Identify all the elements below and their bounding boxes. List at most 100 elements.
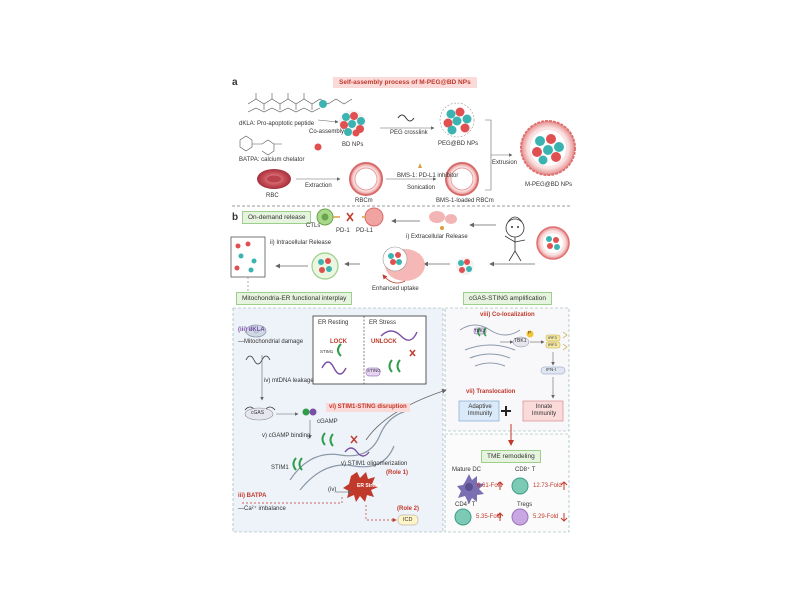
- cd8-label: CD8⁺ T: [515, 467, 536, 473]
- ctl-cell: [316, 208, 334, 226]
- bd-nps-cluster: [339, 110, 365, 137]
- panel-a-title: Self-assembly process of M-PEG@BD NPs: [333, 77, 477, 88]
- tumor-cell-pdl1: [362, 207, 384, 227]
- dkla-step-label: (iii) dKLA: [238, 327, 265, 333]
- adaptive-immunity-label: Adaptive Immunity: [467, 404, 493, 417]
- cd4-label: CD4⁺ T: [455, 502, 476, 508]
- er-membrane-curve: [289, 409, 411, 491]
- treg-cell: [511, 508, 529, 526]
- cd8-fold-label: 12.73-Fold: [533, 483, 562, 489]
- ifn-label: IFN-I: [546, 367, 556, 372]
- extrusion-label: Extrusion: [492, 160, 518, 166]
- bms1-icon: [418, 163, 422, 168]
- role2-label: (Role 2): [397, 506, 420, 512]
- innate-immunity-box: [522, 400, 564, 422]
- panel-a-letter: a: [232, 77, 238, 88]
- er-stress-label: ER Stress: [369, 320, 397, 326]
- cgas-sting-title: cGAS-STING amplification: [463, 292, 552, 305]
- colocalization-label: viii) Co-localization: [480, 312, 535, 318]
- cgamp-label: cGAMP: [317, 419, 338, 425]
- rbc-label: RBC: [266, 193, 279, 199]
- er-membrane-stress: [380, 330, 418, 341]
- iv-label: (iv): [328, 487, 337, 493]
- tregs-label: Tregs: [517, 502, 533, 508]
- er-stress-burst: [343, 472, 378, 502]
- stim1-rest: [337, 343, 342, 357]
- dc-up-arrow: [496, 481, 504, 490]
- extracellular-release-cells: [429, 211, 457, 230]
- intracellular-release-label: ii) Intracellular Release: [270, 240, 332, 246]
- tregs-fold-label: 5.29-Fold: [533, 514, 559, 520]
- bd-nps-label: BD NPs: [342, 142, 364, 148]
- mature-dc-cell: [457, 474, 484, 504]
- cd8-t-cell: [511, 477, 529, 495]
- irf3-icon: [545, 334, 561, 342]
- unlock-label: UNLOCK: [371, 339, 397, 345]
- er-resting-label: ER Resting: [318, 320, 349, 326]
- er-stress-burst-label: ER Stress: [357, 483, 381, 489]
- block-cross-icon: [346, 212, 354, 222]
- phospho-label: P: [528, 330, 532, 335]
- cgas-enzyme: [244, 407, 274, 421]
- peg-icon: [397, 114, 415, 122]
- panel-b-letter: b: [232, 212, 239, 223]
- innate-immunity-label: Innate Immunity: [531, 404, 557, 417]
- bms1-loaded-rbcm: [445, 162, 479, 196]
- phospho-badge: [526, 330, 534, 338]
- batpa-label: BATPA: calcium chelator: [239, 157, 305, 163]
- stim1-stress: [388, 359, 401, 373]
- batpa-step-label: iii) BATPA: [238, 493, 267, 499]
- m-peg-bd-nps-small: [536, 226, 570, 260]
- tumor-cell-uptake: [382, 246, 425, 281]
- plus-icon: [501, 406, 511, 416]
- stim1-sting-disruption-label: vi) STIM1-STING disruption: [326, 403, 410, 412]
- translocation-label: vii) Translocation: [466, 389, 516, 395]
- co-assembly-label: Co-assembly: [309, 129, 345, 135]
- lock-label: LOCK: [330, 339, 347, 345]
- icd-badge: [397, 514, 419, 526]
- endosome-np: [311, 252, 339, 280]
- stim1-olig-label: v) STIM1 oligomerization: [341, 461, 408, 467]
- mature-dc-label: Mature DC: [452, 467, 482, 473]
- tbk1-tag-label: TBK1: [474, 328, 486, 333]
- mitochondrion-icon: [245, 324, 267, 338]
- cgamp-icon: [302, 408, 310, 416]
- dkla-icon: [319, 100, 327, 108]
- er-membrane-rest: [321, 361, 347, 375]
- pd1-label: PD-1: [336, 228, 350, 234]
- stim1-icon: [292, 457, 297, 471]
- stim1-label: STIM1: [271, 465, 289, 471]
- extracellular-release-label: i) Extracellular Release: [406, 234, 468, 240]
- tbk1-enzyme: [512, 336, 530, 348]
- adaptive-immunity-box: [458, 400, 500, 422]
- enhanced-uptake-label: Enhanced uptake: [372, 286, 419, 292]
- ctls-label: CTLs: [306, 223, 321, 229]
- cgamp-binding-label: v) cGAMP binding: [262, 433, 311, 439]
- cd4-fold-label: 5.35-Fold: [476, 514, 502, 520]
- cd4-t-cell: [454, 508, 472, 526]
- on-demand-release-label: On-demand release: [242, 211, 312, 224]
- peg-bd-nps-label: PEG@BD NPs: [438, 141, 479, 147]
- rbc-icon: [257, 169, 291, 189]
- mtdna-strand: [245, 355, 271, 365]
- final-nps-label: M-PEG@BD NPs: [525, 182, 573, 188]
- np-in-uptake: [456, 257, 474, 275]
- tbk1-label: TBK1: [514, 338, 527, 344]
- dc-fold-label: 6.61-Fold: [477, 483, 503, 489]
- sonication-label: Sonication: [407, 185, 436, 191]
- batpa-icon: [314, 143, 322, 151]
- tregs-down-arrow: [560, 513, 568, 522]
- icd-label: ICD: [403, 517, 413, 523]
- mito-er-title: Mitochondria-ER functional interplay: [236, 292, 353, 305]
- bms1-label: BMS-1: PD-L1 inhibitor: [397, 173, 459, 179]
- cgas-label: cGAS: [251, 410, 265, 416]
- tme-remodeling-title: TME remodeling: [481, 450, 541, 463]
- bms1-loaded-label: BMS-1-loaded RBCm: [436, 198, 494, 204]
- plus-label: +: [519, 409, 520, 410]
- stim-label: STIM1: [320, 349, 334, 354]
- peg-bd-nps-cluster: [439, 102, 475, 138]
- mtdna-label: iv) mtDNA leakage: [264, 378, 314, 384]
- role1-label: (Role 1): [386, 470, 409, 476]
- irf3-label: IRF3: [548, 335, 557, 340]
